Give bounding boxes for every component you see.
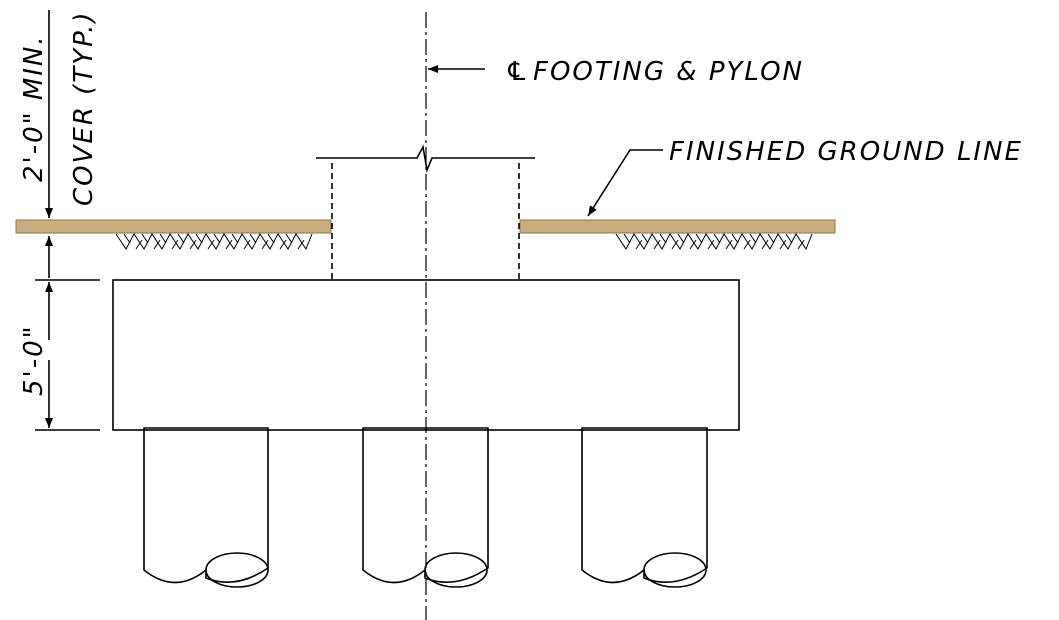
cover-label-line1: 2'-0" MIN.: [19, 34, 49, 182]
ground-strip-right: [519, 219, 836, 234]
footing-depth-dimension: 5'-0": [19, 279, 100, 431]
cover-label-line2: COVER (TYP.): [69, 10, 99, 206]
pile-cap-ellipse: [643, 552, 707, 588]
pylon: [316, 144, 535, 282]
cover-dimension: 2'-0" MIN. COVER (TYP.): [19, 10, 99, 278]
pile-body: [143, 427, 269, 584]
pile-body: [362, 427, 489, 584]
pile-cap-ellipse: [424, 552, 488, 588]
ground-line-label: FINISHED GROUND LINE: [669, 137, 1023, 167]
ground-strip-left: [15, 219, 332, 234]
pile-center: [362, 427, 489, 588]
ground-line-leader-arrow: [587, 149, 663, 217]
soil-hatching-right: [615, 233, 813, 251]
pile-cap-ellipse: [205, 552, 269, 588]
footing-depth-label: 5'-0": [19, 324, 49, 396]
soil-hatching-left: [115, 233, 313, 251]
centerline-text: FOOTING & PYLON: [533, 57, 804, 87]
pile-right: [581, 427, 708, 588]
pile-body: [581, 427, 708, 584]
piles: [143, 427, 708, 588]
centerline-symbol: ℄: [505, 57, 530, 87]
pylon-break-line: [316, 144, 535, 173]
pile-left: [143, 427, 269, 588]
centerline-label: ℄ FOOTING & PYLON: [505, 57, 804, 87]
